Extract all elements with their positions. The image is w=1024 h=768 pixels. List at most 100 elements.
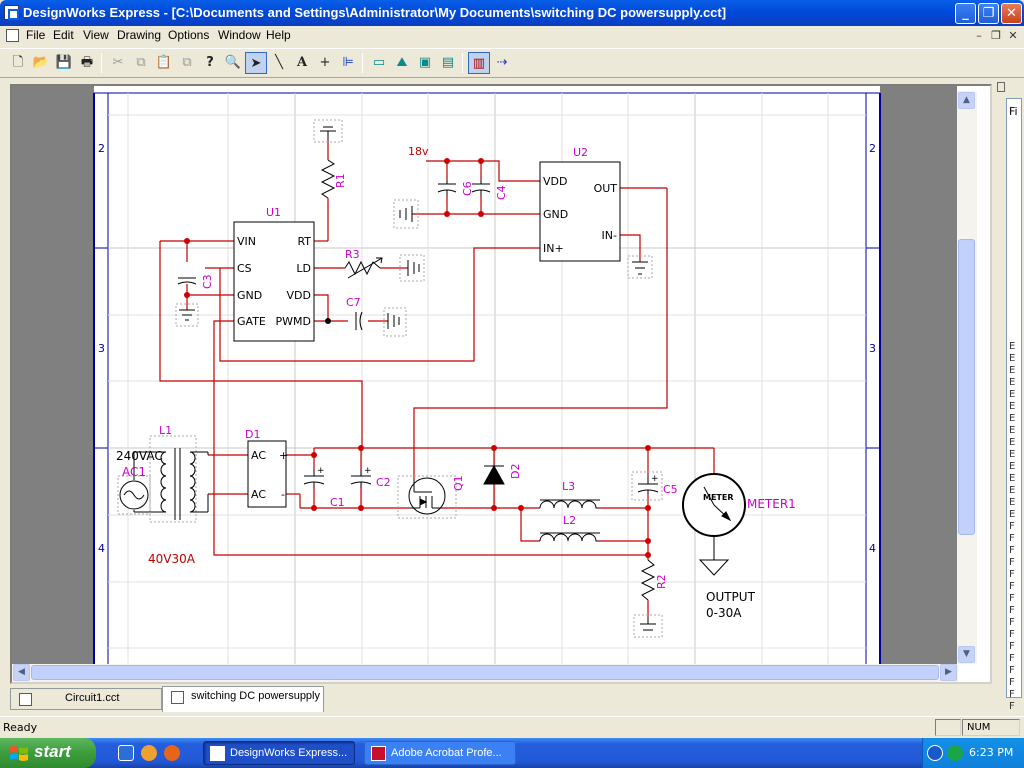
scroll-right-button[interactable]: ▶ (940, 664, 957, 681)
minimize-button[interactable]: _ (955, 3, 976, 24)
connector-icon[interactable]: ⇢ (496, 55, 508, 70)
pointer-icon[interactable]: ➤ (245, 52, 267, 74)
new-icon[interactable]: 🗋 (12, 55, 24, 70)
scroll-down-button[interactable]: ▼ (958, 646, 975, 663)
u1-pin-rt: RT (297, 235, 311, 248)
ac-source-ac1[interactable] (117, 475, 151, 515)
bus-icon[interactable]: ⊫ (342, 55, 354, 70)
document-icon[interactable] (6, 29, 19, 42)
acrobat-icon (371, 746, 386, 761)
capacitor-c4[interactable] (471, 180, 491, 196)
bridge-rectifier-d1[interactable] (247, 440, 287, 508)
zoom-icon[interactable]: 🔍 (224, 55, 242, 70)
c7-name: C7 (346, 296, 361, 309)
u2-pin-in-plus: IN+ (543, 242, 564, 255)
menu-drawing[interactable]: Drawing (117, 28, 162, 42)
clock[interactable]: 6:23 PM (969, 746, 1014, 759)
capacitor-c7[interactable] (355, 307, 407, 337)
c1-name: C1 (330, 496, 345, 509)
svg-text:+: + (317, 466, 325, 476)
rating-label: 40V30A (148, 552, 196, 566)
u1-pin-vdd: VDD (287, 289, 311, 302)
taskbar-acrobat-button[interactable]: Adobe Acrobat Profe... (364, 741, 516, 765)
schematic-canvas[interactable]: 2 3 4 2 3 4 (12, 86, 990, 682)
wire-icon[interactable]: ╲ (275, 55, 283, 70)
u1-pin-cs: CS (237, 262, 252, 275)
media-player-icon[interactable] (141, 745, 157, 761)
meter-meter1[interactable] (682, 473, 746, 576)
close-button[interactable]: ✕ (1001, 3, 1022, 24)
start-label: start (34, 742, 71, 761)
ic-u1[interactable] (233, 221, 315, 342)
start-button[interactable]: start (0, 738, 96, 768)
capacitor-c1[interactable]: + (303, 466, 325, 488)
menu-edit[interactable]: Edit (53, 28, 74, 42)
r3-name: R3 (345, 248, 360, 261)
panel-restore-icon[interactable] (997, 82, 1005, 92)
meter-face-label: METER (703, 493, 734, 502)
menu-help[interactable]: Help (266, 28, 291, 42)
r2-name: R2 (655, 574, 668, 589)
help-icon[interactable]: ? (206, 55, 214, 70)
network-icon[interactable] (947, 745, 963, 761)
horizontal-scroll-thumb[interactable] (31, 665, 939, 680)
row-label-4-left: 4 (98, 542, 105, 555)
tray-expand-icon[interactable] (927, 745, 943, 761)
menu-window[interactable]: Window (218, 28, 261, 42)
duplicate-icon[interactable]: ⧉ (182, 55, 192, 70)
view3-icon[interactable]: ▣ (418, 55, 432, 70)
window-title: DesignWorks Express - [C:\Documents and … (23, 5, 727, 20)
view2-icon[interactable]: ⛰ (396, 55, 408, 70)
output-range-label: 0-30A (706, 606, 742, 620)
mdi-close-button[interactable]: ✕ (1008, 29, 1018, 42)
c6-name: C6 (461, 181, 474, 196)
parts-icon[interactable]: ▥ (468, 52, 490, 74)
scroll-up-button[interactable]: ▲ (958, 92, 975, 109)
taskbar-designworks-button[interactable]: DesignWorks Express... (203, 741, 355, 765)
mdi-restore-button[interactable]: ❐ (991, 29, 1001, 42)
svg-text:+: + (651, 474, 659, 484)
d1-pin-ac1: AC (251, 449, 266, 462)
save-icon[interactable]: 💾 (55, 55, 73, 70)
transformer-l1[interactable] (133, 435, 209, 523)
menu-file[interactable]: File (26, 28, 46, 42)
resistor-r1[interactable] (313, 119, 343, 199)
capacitor-c6[interactable] (437, 180, 457, 196)
copy-icon[interactable]: ⧉ (136, 55, 146, 70)
horizontal-scrollbar[interactable]: ◀ ▶ (12, 664, 958, 682)
menu-options[interactable]: Options (168, 28, 210, 42)
vertical-scrollbar[interactable]: ▲ ▼ (957, 91, 977, 664)
print-icon[interactable]: 🖶 (80, 55, 94, 70)
text-icon[interactable]: A (296, 55, 308, 70)
view4-icon[interactable]: ▤ (441, 55, 455, 70)
open-icon[interactable]: 📂 (32, 55, 50, 70)
ic-u2[interactable] (539, 161, 621, 262)
paste-icon[interactable]: 📋 (155, 55, 173, 70)
inductor-l2[interactable] (539, 532, 600, 542)
resistor-r2[interactable] (633, 559, 663, 638)
tab-circuit1[interactable]: Circuit1.cct (10, 688, 162, 710)
restore-button[interactable]: ❐ (978, 3, 999, 24)
firefox-icon[interactable] (164, 745, 180, 761)
crosshair-icon[interactable]: + (319, 55, 331, 70)
capacitor-c2[interactable]: + (350, 466, 372, 488)
inductor-l3[interactable] (539, 499, 600, 509)
vertical-scroll-thumb[interactable] (958, 239, 975, 535)
show-desktop-icon[interactable] (118, 745, 134, 761)
mosfet-q1[interactable] (397, 475, 457, 519)
app-icon[interactable] (4, 5, 19, 20)
scroll-left-button[interactable]: ◀ (13, 664, 30, 681)
capacitor-c5[interactable]: + (631, 471, 663, 501)
menu-view[interactable]: View (83, 28, 109, 42)
tab-switching-dc-powersupply[interactable]: switching DC powersupply (162, 686, 324, 712)
view1-icon[interactable]: ▭ (372, 55, 386, 70)
num-lock-indicator: NUM (962, 719, 1020, 736)
cut-icon[interactable]: ✂ (112, 55, 124, 70)
resistor-r3[interactable] (344, 254, 425, 282)
diode-d2[interactable] (483, 464, 505, 485)
u2-pin-vdd: VDD (543, 175, 567, 188)
mdi-minimize-button[interactable]: – (976, 29, 982, 42)
svg-text:+: + (364, 466, 372, 476)
